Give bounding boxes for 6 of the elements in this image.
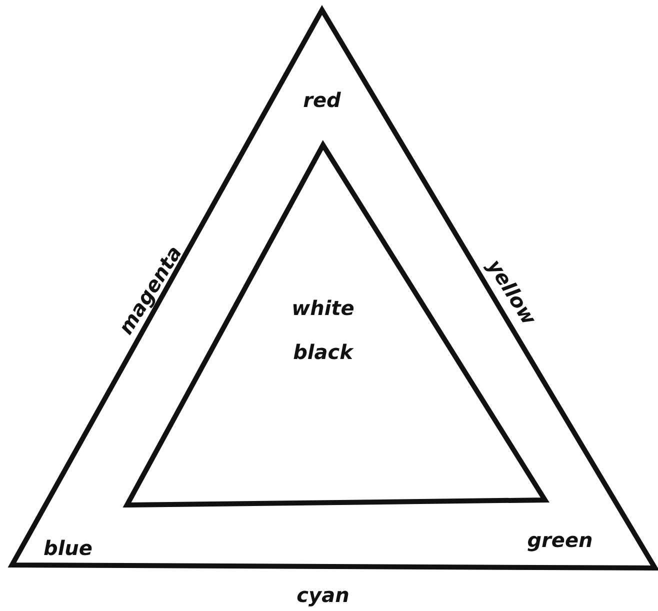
vertex-label: blue	[44, 538, 92, 558]
center-label: white	[292, 298, 354, 318]
center-label: black	[293, 342, 353, 362]
vertex-label: green	[527, 530, 593, 550]
vertex-label: red	[303, 90, 341, 110]
side-label: cyan	[296, 585, 350, 605]
